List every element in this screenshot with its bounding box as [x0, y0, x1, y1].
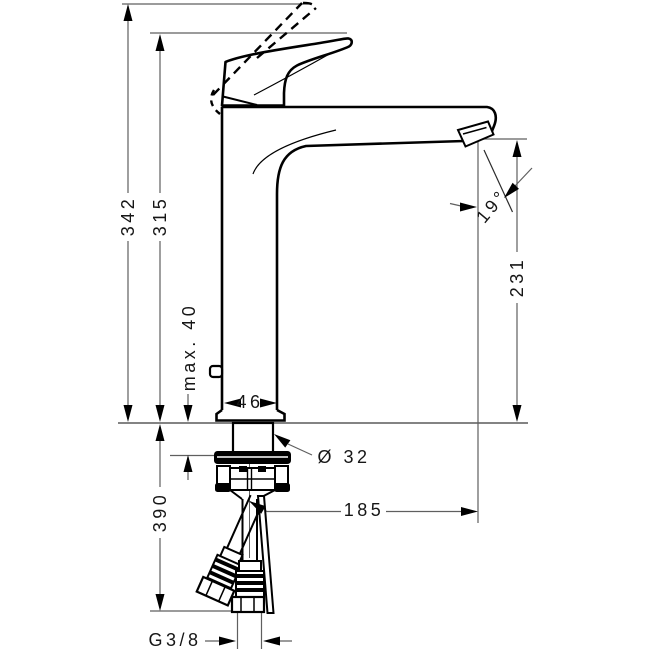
raised-lever-back-arc: [209, 89, 221, 115]
dim-overall-height: 342: [118, 195, 138, 237]
faucet-outline-top: [220, 105, 498, 410]
shank: [231, 421, 275, 455]
dim-shank-diameter: Ø 32: [317, 447, 371, 467]
spout-underside: [275, 139, 465, 410]
leader-diameter: [287, 443, 313, 456]
spout-design-line: [252, 129, 337, 175]
hose-hex-nut: [230, 595, 266, 614]
base-outline: [215, 408, 286, 422]
angle-arrow-tail-right: [514, 167, 533, 187]
lever-raised-dashed: [209, 1, 318, 115]
raised-lever-edge-2: [256, 7, 317, 59]
dim-hose-length: 390: [150, 491, 170, 533]
dim-body-width: 46: [236, 392, 264, 412]
nut-foot-left: [215, 483, 231, 492]
raised-lever-tip: [302, 1, 318, 9]
angle-arrow-tail-left: [449, 202, 462, 207]
handle-group: [220, 37, 354, 107]
handle-lever: [220, 37, 354, 107]
handle-design-line: [253, 51, 334, 96]
nut-bottom-notch: [229, 489, 276, 500]
nut-detail-lines: [230, 468, 275, 490]
stream-angle-line: [483, 149, 514, 213]
faucet-body-group: [208, 105, 498, 422]
faucet-body-fill: [216, 107, 495, 421]
nut-nub-left: [239, 466, 247, 472]
pop-up-pin: [208, 364, 224, 379]
raised-lever-edge-1: [212, 2, 303, 96]
supply-hose-left: [230, 499, 266, 614]
nut-nub-right: [258, 466, 266, 472]
aerator: [456, 120, 495, 148]
dimension-arrowheads: [123, 4, 522, 646]
dim-spout-top-height: 315: [150, 195, 170, 237]
dim-max-deck-thickness: max. 40: [179, 302, 199, 392]
dim-thread-size: G3/8: [148, 630, 202, 650]
dim-outlet-height: 231: [507, 256, 527, 298]
mounting-hardware: [214, 421, 291, 500]
nut-foot-right: [274, 483, 290, 492]
dim-spout-reach: 185: [343, 500, 385, 520]
handle-base-wedge: [222, 95, 258, 106]
